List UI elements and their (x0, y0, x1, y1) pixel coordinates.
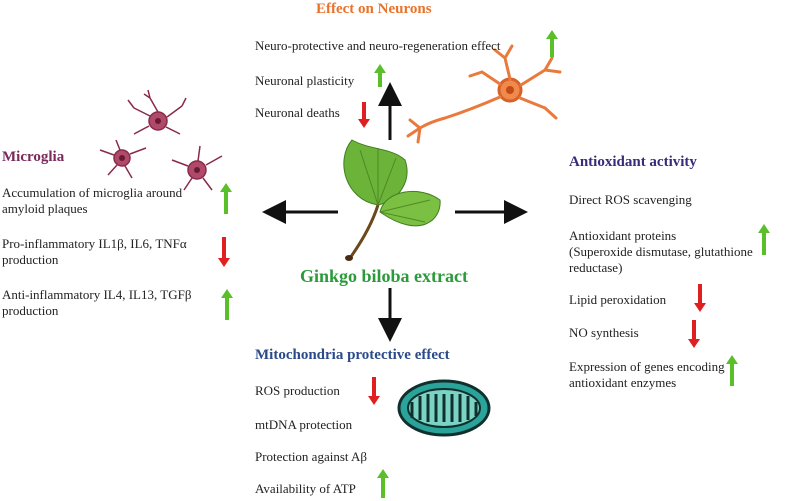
neurons-item-1: Neuro-protective and neuro-regeneration … (255, 38, 501, 53)
microglia-title: Microglia (2, 149, 65, 165)
up-arrow-icon (726, 355, 738, 386)
ginkgo-leaf-icon (343, 139, 441, 261)
center-title: Ginkgo biloba extract (300, 266, 469, 286)
antioxidant-item-5-line-2: antioxidant enzymes (569, 375, 677, 390)
microglia-item-1-line-2: amyloid plaques (2, 201, 88, 216)
down-arrow-icon (368, 377, 380, 405)
down-arrow-icon (688, 320, 700, 348)
antioxidant-item-5-line-1: Expression of genes encoding (569, 359, 725, 374)
mitochondria-item-3: Protection against Aβ (255, 449, 368, 464)
mitochondria-item-2: mtDNA protection (255, 417, 353, 432)
mitochondrion-icon (397, 379, 491, 437)
microglia-item-3-line-1: Anti-inflammatory IL4, IL13, TGFβ (2, 287, 192, 302)
mitochondria-item-4: Availability of ATP (255, 481, 356, 496)
up-arrow-icon (377, 469, 389, 498)
down-arrow-icon (694, 284, 706, 312)
neurons-title: Effect on Neurons (316, 1, 432, 17)
up-arrow-icon (220, 183, 232, 214)
antioxidant-item-2-line-2: (Superoxide dismutase, glutathione (569, 244, 753, 259)
up-arrow-icon (221, 289, 233, 320)
mitochondria-title: Mitochondria protective effect (255, 347, 450, 363)
microglia-icon (99, 89, 223, 191)
microglia-item-1-line-1: Accumulation of microglia around (2, 185, 183, 200)
microglia-item-3-line-2: production (2, 303, 59, 318)
neurons-item-3: Neuronal deaths (255, 105, 340, 120)
antioxidant-item-3: Lipid peroxidation (569, 292, 667, 307)
up-arrow-icon (374, 64, 386, 87)
neurons-item-2: Neuronal plasticity (255, 73, 355, 88)
neuron-icon (406, 44, 562, 144)
antioxidant-item-2-line-1: Antioxidant proteins (569, 228, 677, 243)
up-arrow-icon (758, 224, 770, 255)
mitochondria-item-1: ROS production (255, 383, 340, 398)
up-arrow-icon (546, 30, 558, 57)
microglia-item-2-line-1: Pro-inflammatory IL1β, IL6, TNFα (2, 236, 187, 251)
antioxidant-item-1: Direct ROS scavenging (569, 192, 692, 207)
down-arrow-icon (218, 237, 230, 267)
antioxidant-title: Antioxidant activity (569, 154, 697, 170)
antioxidant-item-4: NO synthesis (569, 325, 639, 340)
down-arrow-icon (358, 102, 370, 128)
antioxidant-item-2-line-3: reductase) (569, 260, 623, 275)
microglia-item-2-line-2: production (2, 252, 59, 267)
